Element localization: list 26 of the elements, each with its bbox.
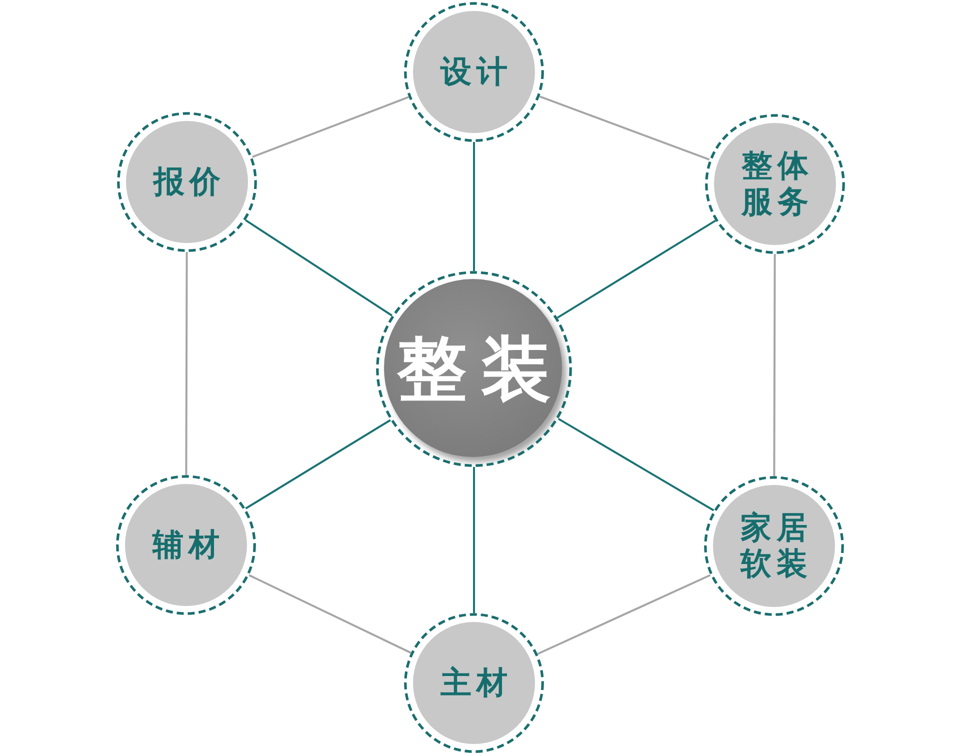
connector-line bbox=[245, 419, 391, 510]
connector-line bbox=[245, 219, 392, 316]
circle-node bbox=[704, 476, 844, 616]
connector-line bbox=[556, 220, 716, 319]
connector-line bbox=[773, 254, 776, 476]
node-label: 家居软装 bbox=[739, 510, 812, 582]
node-label: 报价 bbox=[152, 164, 226, 200]
circle-node bbox=[705, 114, 845, 254]
node-label: 辅材 bbox=[151, 527, 224, 563]
connector-line bbox=[539, 95, 710, 161]
connector-line bbox=[248, 574, 412, 654]
node-label: 整体服务 bbox=[740, 148, 814, 220]
hub-circle bbox=[376, 271, 572, 467]
node-label: 设计 bbox=[439, 54, 512, 90]
connector-line bbox=[558, 418, 714, 512]
circle-node bbox=[404, 613, 544, 753]
connector-line bbox=[537, 574, 711, 655]
connector-line bbox=[473, 142, 475, 271]
circle-node bbox=[116, 475, 256, 615]
circle-node bbox=[404, 2, 544, 142]
connector-line bbox=[185, 252, 188, 475]
circle-node bbox=[117, 112, 257, 252]
connector-line bbox=[473, 467, 475, 613]
node-label: 整装 bbox=[396, 329, 565, 409]
connector-line bbox=[252, 96, 409, 158]
node-label: 主材 bbox=[440, 665, 512, 701]
